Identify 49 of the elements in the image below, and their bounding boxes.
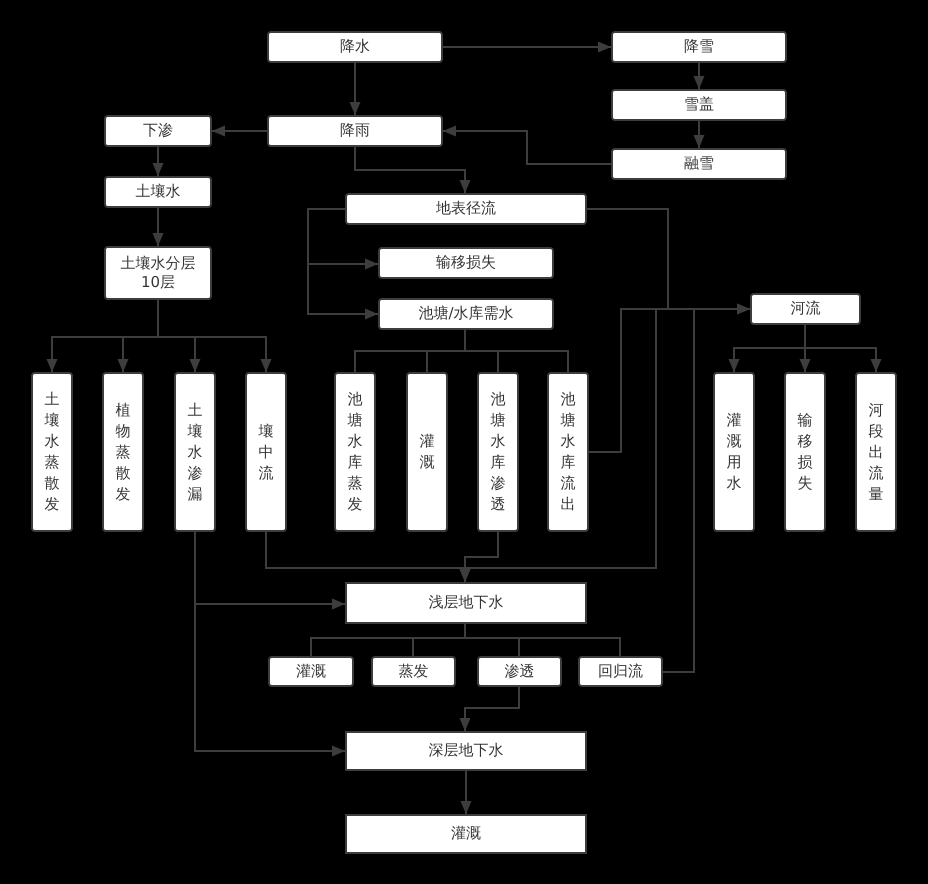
connector-line [464,624,621,656]
arrow [194,532,345,756]
process-box: 浅层地下水 [345,582,587,624]
arrow [694,121,704,148]
process-box: 灌溉 [406,372,448,532]
arrow [443,42,611,52]
process-box: 回归流 [578,656,663,687]
process-box: 灌溉 [268,656,354,687]
arrow [354,147,470,193]
process-box: 雪盖 [611,89,787,121]
arrow [152,147,164,176]
process-box [104,246,212,300]
process-box: 灌溉用水 [713,372,755,532]
process-box: 灌溉 [345,814,587,854]
arrow [460,532,499,582]
process-box: 壤中流 [245,372,287,532]
process-box: 土壤水 [104,176,212,208]
process-box: 下渗 [104,115,212,147]
box-text: 10层 [140,273,176,292]
arrow [460,771,472,814]
process-box: 深层地下水 [345,731,587,771]
process-box: 池塘水库流出 [547,372,589,532]
process-box: 降雪 [611,31,787,63]
process-box: 输移损失 [784,372,826,532]
process-box: 河流 [750,293,861,325]
process-box: 蒸发 [371,656,456,687]
process-box: 地表径流 [345,193,587,225]
process-box: 池塘水库渗透 [477,372,519,532]
box-text: 土壤水分层 [120,254,196,273]
arrow [663,304,750,673]
arrow [350,63,360,115]
process-box: 降雨 [267,115,443,147]
process-box: 输移损失 [378,247,554,279]
arrow [212,126,267,136]
process-box: 降水 [267,31,443,63]
process-box: 渗透 [477,656,562,687]
process-box: 植物蒸散发 [102,372,144,532]
process-box: 池塘水库蒸发 [334,372,376,532]
process-box: 池塘/水库需水 [378,298,554,330]
process-box: 土壤水渗漏 [174,372,216,532]
arrow [804,325,882,372]
process-box: 河段出流量 [855,372,897,532]
arrow [694,63,704,89]
arrow [460,687,520,731]
arrow [307,208,378,320]
arrow [152,208,164,246]
process-box: 融雪 [611,148,787,180]
process-box: 土壤水蒸散发 [31,372,73,532]
arrow [443,126,611,165]
